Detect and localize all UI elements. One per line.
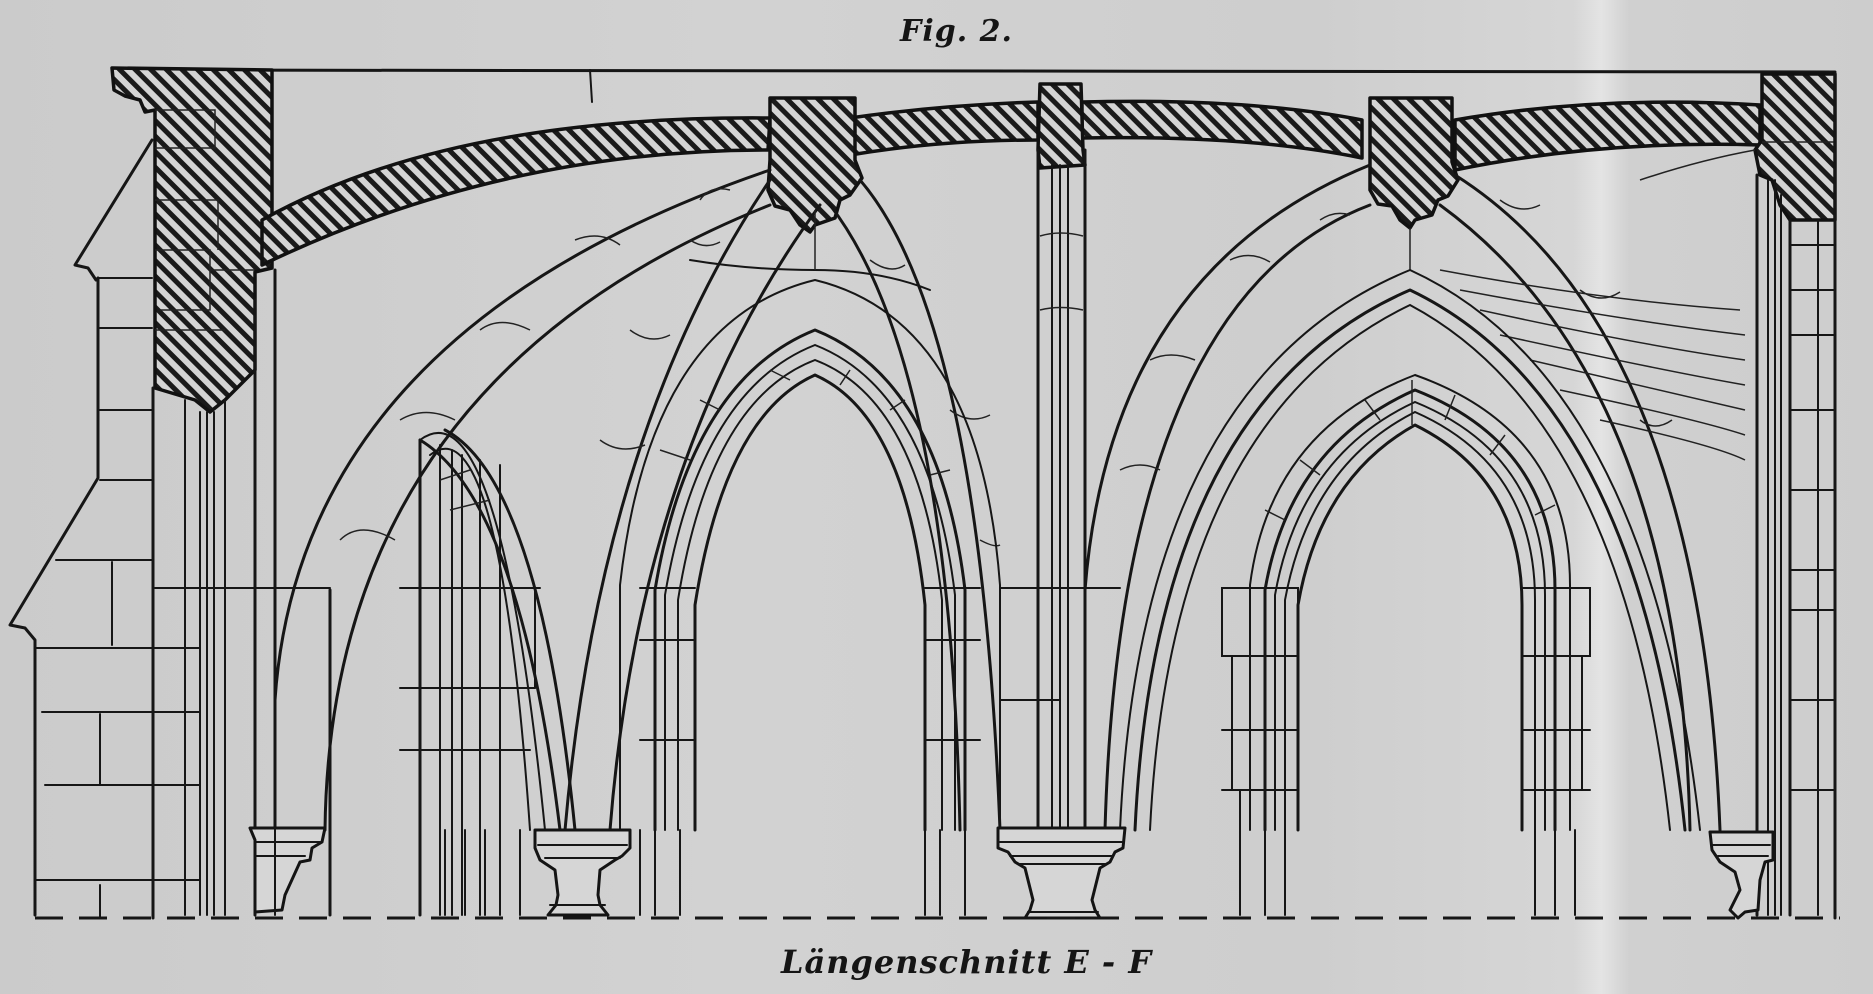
right-end-wall [1753, 72, 1837, 920]
pier-base-2 [533, 828, 632, 917]
pointed-arch-2 [1119, 268, 1701, 832]
pier-base-3 [996, 826, 1127, 920]
center-pier-head [1036, 82, 1087, 170]
pier-base-4 [1708, 830, 1775, 920]
left-end-wall [8, 66, 331, 920]
pointed-arch-3 [1221, 373, 1591, 832]
vault-web-center-right [1080, 99, 1364, 160]
pointed-arch-1 [619, 210, 1001, 832]
vault-web-center-left [848, 100, 1040, 157]
left-side-arch [399, 432, 546, 917]
vault-web-right [1453, 100, 1762, 172]
figure-caption: Längenschnitt E - F [780, 943, 1153, 981]
pier-base-1 [248, 826, 327, 914]
keystone-right [1368, 96, 1460, 230]
center-pier [999, 148, 1121, 830]
lower-shafts [274, 588, 1576, 917]
diagonal-ribs-right-bay [1083, 149, 1756, 832]
figure-label: Fig. 2. [900, 14, 1013, 49]
diagonal-ribs-left-bay [273, 168, 1002, 832]
roof-line [110, 68, 1837, 74]
